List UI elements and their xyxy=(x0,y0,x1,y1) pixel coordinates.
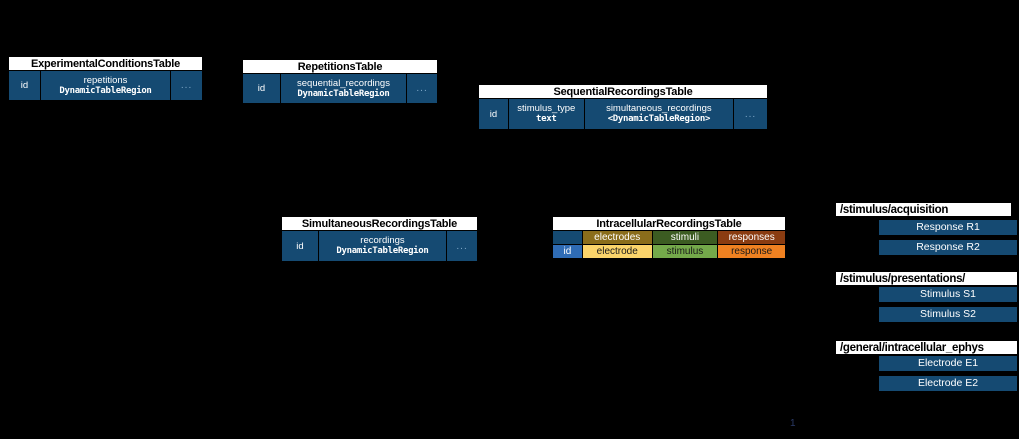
column-cell-response[interactable]: response xyxy=(718,245,786,258)
category-cell-electrodes[interactable]: electrodes xyxy=(582,231,653,244)
column-cell-electrode[interactable]: electrode xyxy=(582,245,653,258)
table-node-simultaneous-recordings[interactable]: SimultaneousRecordingsTable id recording… xyxy=(281,216,478,262)
table-cell-simultaneous-recordings[interactable]: simultaneous_recordings <DynamicTableReg… xyxy=(584,99,735,129)
group-item-response-r2[interactable]: Response R2 xyxy=(878,239,1018,256)
cell-label: ... xyxy=(744,108,757,120)
cell-label: repetitions xyxy=(83,74,128,86)
table-column-row: id electrode stimulus response xyxy=(552,245,786,259)
table-title: IntracellularRecordingsTable xyxy=(552,216,786,231)
table-cell-more[interactable]: ... xyxy=(734,99,768,129)
table-cell-id[interactable]: id xyxy=(282,231,319,261)
group-path-label: /stimulus/acquisition xyxy=(835,202,1012,217)
group-item-stimulus-s1[interactable]: Stimulus S1 xyxy=(878,286,1018,303)
group-path-label: /stimulus/presentations/ xyxy=(835,271,1018,286)
table-cell-sequential-recordings[interactable]: sequential_recordings DynamicTableRegion xyxy=(280,74,408,103)
group-item-response-r1[interactable]: Response R1 xyxy=(878,219,1018,236)
cell-type: <DynamicTableRegion> xyxy=(607,114,711,124)
table-title: SimultaneousRecordingsTable xyxy=(281,216,478,231)
table-cell-recordings[interactable]: recordings DynamicTableRegion xyxy=(318,231,448,261)
cell-label: simultaneous_recordings xyxy=(606,103,712,114)
table-cell-repetitions[interactable]: repetitions DynamicTableRegion xyxy=(40,71,172,100)
cell-label: ... xyxy=(416,83,428,94)
group-path-label: /general/intracellular_ephys xyxy=(835,340,1018,355)
cell-label: ... xyxy=(456,240,468,252)
table-cell-id[interactable]: id xyxy=(9,71,41,100)
cell-label: sequential_recordings xyxy=(297,77,390,89)
table-cell-stimulus-type[interactable]: stimulus_type text xyxy=(508,99,585,129)
group-item-electrode-e1[interactable]: Electrode E1 xyxy=(878,355,1018,372)
group-item-stimulus-s2[interactable]: Stimulus S2 xyxy=(878,306,1018,323)
column-cell-stimulus[interactable]: stimulus xyxy=(652,245,719,258)
group-general-intracellular-ephys: /general/intracellular_ephys xyxy=(835,340,1018,355)
group-item-electrode-e2[interactable]: Electrode E2 xyxy=(878,375,1018,392)
table-node-repetitions[interactable]: RepetitionsTable id sequential_recording… xyxy=(242,59,438,104)
cell-label: id xyxy=(257,83,266,94)
table-cell-id[interactable]: id xyxy=(479,99,509,129)
cell-label: id xyxy=(296,240,304,252)
table-node-sequential-recordings[interactable]: SequentialRecordingsTable id stimulus_ty… xyxy=(478,84,768,130)
group-stimulus-acquisition: /stimulus/acquisition xyxy=(835,202,1012,217)
table-title: ExperimentalConditionsTable xyxy=(8,56,203,71)
table-row: id recordings DynamicTableRegion ... xyxy=(281,231,478,262)
category-cell-responses[interactable]: responses xyxy=(718,231,786,244)
table-row: id repetitions DynamicTableRegion ... xyxy=(8,71,203,101)
table-row: id sequential_recordings DynamicTableReg… xyxy=(242,74,438,104)
cell-type: DynamicTableRegion xyxy=(59,85,152,96)
table-cell-more[interactable]: ... xyxy=(447,231,478,261)
table-cell-more[interactable]: ... xyxy=(171,71,203,100)
category-cell-stimuli[interactable]: stimuli xyxy=(652,231,719,244)
cell-type: DynamicTableRegion xyxy=(336,246,429,256)
table-cell-more[interactable]: ... xyxy=(407,74,438,103)
table-title: SequentialRecordingsTable xyxy=(478,84,768,99)
column-cell-id[interactable]: id xyxy=(553,245,583,258)
table-cell-id[interactable]: id xyxy=(243,74,281,103)
table-title: RepetitionsTable xyxy=(242,59,438,74)
cell-label: id xyxy=(489,108,498,120)
cell-type: text xyxy=(536,114,557,124)
cell-label: stimulus_type xyxy=(517,103,576,114)
cell-label: recordings xyxy=(360,235,405,246)
table-row: id stimulus_type text simultaneous_recor… xyxy=(478,99,768,130)
cell-type: DynamicTableRegion xyxy=(297,88,390,99)
table-category-row: electrodes stimuli responses xyxy=(552,231,786,245)
table-node-intracellular-recordings[interactable]: IntracellularRecordingsTable electrodes … xyxy=(552,216,786,259)
cell-label: ... xyxy=(180,80,193,91)
category-cell-blank xyxy=(553,231,583,244)
table-node-experimental-conditions[interactable]: ExperimentalConditionsTable id repetitio… xyxy=(8,56,203,101)
group-stimulus-presentations: /stimulus/presentations/ xyxy=(835,271,1018,286)
page-number: 1 xyxy=(790,418,796,429)
cell-label: id xyxy=(20,80,29,91)
